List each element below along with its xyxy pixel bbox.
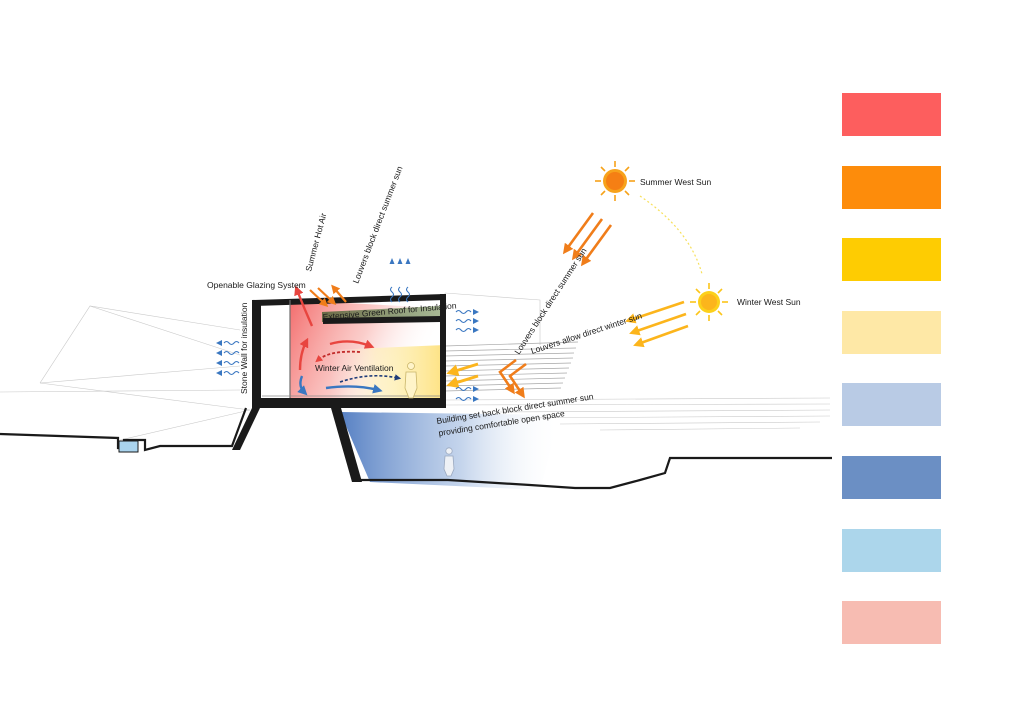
- cool-air-arrows: [297, 375, 383, 396]
- ground-section-line: [0, 407, 832, 490]
- winter-sun-icon: [690, 283, 728, 321]
- legend-swatch-5: [842, 383, 941, 426]
- roof-deflection-arrows: [309, 284, 347, 308]
- summer-sun-icon: [595, 161, 635, 201]
- summer-sun-rays: [562, 212, 613, 267]
- winter-sun-zone: [330, 345, 445, 402]
- winter-sun-entry-arrows: [446, 362, 479, 388]
- person-icon-interior: [404, 362, 418, 399]
- stone-wall-label: Stone Wall for insulation: [239, 302, 249, 394]
- legend-swatch-2: [842, 166, 941, 209]
- legend-swatch-1: [842, 93, 941, 136]
- person-icon-outdoor: [443, 447, 455, 477]
- legend-swatch-6: [842, 456, 941, 499]
- louvers-summer-top-label: Louvers block direct summer sun: [351, 164, 405, 284]
- hot-air-recirculation-arrow: [315, 350, 361, 363]
- winter-sun-label: Winter West Sun: [737, 297, 801, 307]
- openable-glazing-label: Openable Glazing System: [207, 280, 306, 290]
- sun-path-arc: [639, 195, 703, 275]
- winter-ventilation-arrow: [339, 374, 402, 383]
- winter-ventilation-label: Winter Air Ventilation: [315, 363, 394, 373]
- legend-swatch-7: [842, 529, 941, 572]
- legend-swatch-4: [842, 311, 941, 354]
- legend-swatch-3: [842, 238, 941, 281]
- wavy-arrow-icon-left: [216, 340, 240, 376]
- building-structure: [232, 294, 446, 482]
- winter-sun-rays: [625, 300, 689, 348]
- summer-hot-air-label: Summer Hot Air: [303, 212, 328, 273]
- hot-air-arrows: [294, 285, 375, 371]
- louvers-winter-label: Louvers allow direct winter sun: [530, 310, 644, 356]
- louver-deflection-arrows: [498, 358, 527, 399]
- wavy-arrow-icon-right-upper: [455, 309, 479, 333]
- summer-sun-label: Summer West Sun: [640, 177, 711, 187]
- legend-swatch-8: [842, 601, 941, 644]
- drainage-channel: [118, 440, 139, 453]
